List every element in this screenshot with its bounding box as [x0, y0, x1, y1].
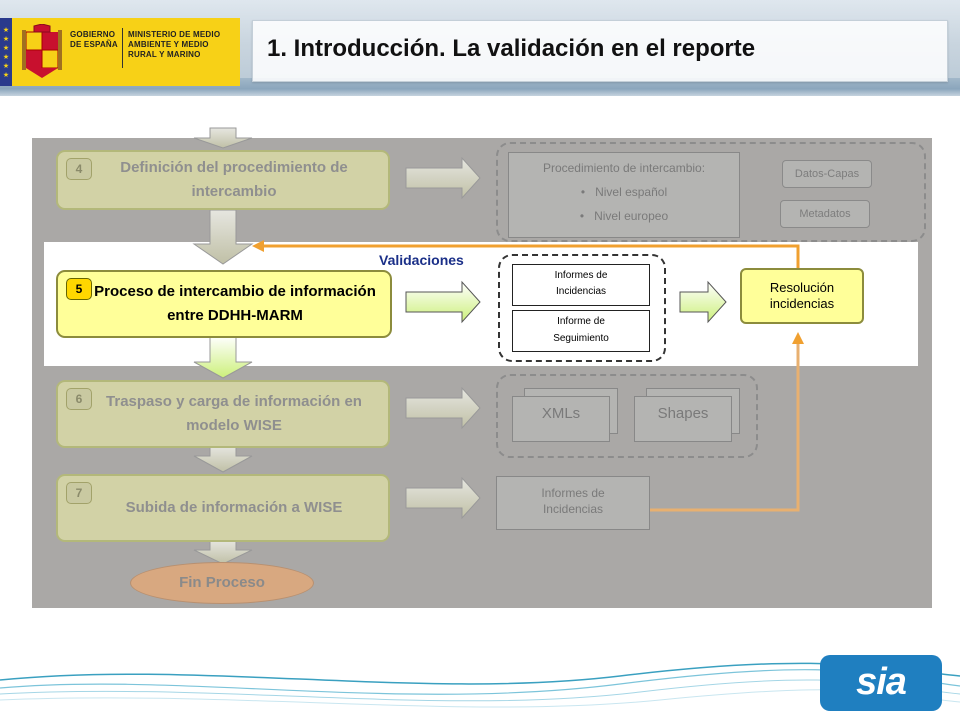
down-arrow-4-5 — [192, 209, 254, 265]
validation-arrow-bottom — [650, 340, 800, 512]
procedimiento-document: Procedimiento de intercambio: • Nivel es… — [508, 152, 740, 238]
eu-stars-icon: ★★★★★★ — [2, 27, 10, 79]
right-arrow-4 — [405, 156, 481, 200]
datos-capas-store: Datos-Capas — [782, 160, 872, 188]
fin-label: Fin Proceso — [179, 574, 265, 591]
xmls-label: XMLs — [541, 405, 581, 422]
step-text: Definición del procedimiento de intercam… — [120, 159, 348, 200]
down-arrow-top — [193, 127, 253, 149]
informe-seguimiento-doc: Informe de Seguimiento — [512, 310, 650, 352]
validation-arrowhead-left — [252, 240, 264, 252]
coat-of-arms-icon — [22, 24, 62, 78]
right-arrow-6 — [405, 386, 481, 430]
sia-logo-text: sia — [856, 661, 907, 703]
step4-output-group — [496, 142, 926, 242]
process-step-7: 7 Subida de información a WISE — [56, 474, 390, 542]
informe-seguimiento-label: Informe de Seguimiento — [553, 316, 609, 344]
resolucion-incidencias-box: Resolución incidencias — [740, 268, 864, 324]
right-arrow-7 — [405, 476, 481, 520]
right-arrow-5 — [405, 280, 481, 324]
step-text: Subida de información a WISE — [125, 499, 343, 516]
validation-arrowhead-up — [792, 332, 804, 344]
validation-arrow-top — [258, 244, 800, 268]
nivel-europeo: • Nivel europeo — [579, 209, 669, 223]
metadatos-store: Metadatos — [780, 200, 870, 228]
step-number: 7 — [66, 482, 92, 504]
fin-proceso-node: Fin Proceso — [130, 562, 314, 604]
informes-incidencias-doc: Informes de Incidencias — [512, 264, 650, 306]
step-number: 5 — [66, 278, 92, 300]
nivel-espanol: • Nivel español — [580, 185, 668, 199]
xmls-doc: XMLs — [512, 396, 610, 442]
process-step-5: 5 Proceso de intercambio de información … — [56, 270, 392, 338]
step6-output-group — [496, 374, 758, 458]
gobierno-label: GOBIERNO DE ESPAÑA — [70, 30, 118, 49]
down-arrow-5-6 — [193, 335, 253, 379]
title-box: 1. Introducción. La validación en el rep… — [252, 20, 948, 82]
informes-incidencias-7-label: Informes de Incidencias — [541, 486, 605, 516]
step5-output-group — [498, 254, 666, 362]
step-number: 4 — [66, 158, 92, 180]
step-text: Proceso de intercambio de información en… — [94, 283, 376, 324]
informes-incidencias-label: Informes de Incidencias — [554, 270, 608, 297]
process-step-6: 6 Traspaso y carga de información en mod… — [56, 380, 390, 448]
informes-incidencias-7-doc: Informes de Incidencias — [496, 476, 650, 530]
validaciones-label: Validaciones — [379, 252, 464, 268]
step-number: 6 — [66, 388, 92, 410]
page-title: 1. Introducción. La validación en el rep… — [267, 35, 756, 62]
shapes-label: Shapes — [657, 405, 709, 422]
step-text: Traspaso y carga de información en model… — [106, 393, 362, 434]
logo-separator — [122, 28, 123, 68]
header-wave — [0, 78, 960, 96]
right-arrow-5b — [679, 280, 727, 324]
procedimiento-title: Procedimiento de intercambio: — [542, 161, 706, 175]
ministerio-label: MINISTERIO DE MEDIO AMBIENTE Y MEDIO RUR… — [128, 30, 221, 59]
sia-logo: sia — [820, 655, 942, 711]
process-step-4: 4 Definición del procedimiento de interc… — [56, 150, 390, 210]
eu-flag-strip — [0, 18, 12, 86]
shapes-doc: Shapes — [634, 396, 732, 442]
